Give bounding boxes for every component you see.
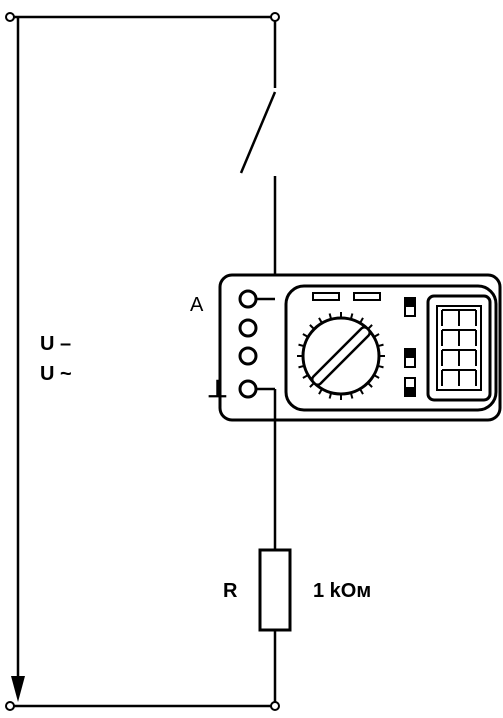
ground-label: ⊥ bbox=[207, 376, 228, 403]
lcd-digit bbox=[441, 369, 477, 386]
dial-tick bbox=[309, 324, 315, 330]
resistor-branch bbox=[258, 389, 292, 702]
terminal-top-right bbox=[270, 12, 280, 22]
socket-common bbox=[238, 379, 258, 399]
dial-tick bbox=[318, 317, 323, 324]
dial-tick bbox=[298, 343, 305, 348]
rotary-dial bbox=[297, 312, 385, 400]
lcd-digit bbox=[441, 349, 477, 366]
dial-tick bbox=[318, 388, 323, 395]
mode-switches bbox=[404, 297, 416, 397]
dial-tick bbox=[298, 364, 305, 369]
multimeter-icon bbox=[218, 273, 502, 422]
switch-open-icon bbox=[239, 21, 277, 295]
socket-2 bbox=[238, 318, 258, 338]
terminal-bottom-left bbox=[5, 701, 15, 711]
dial-tick bbox=[367, 382, 373, 388]
lcd-digit bbox=[441, 309, 477, 326]
voltage-ac-label: U ~ bbox=[40, 363, 72, 385]
dial-tick bbox=[328, 392, 333, 399]
dial-tick bbox=[373, 333, 380, 338]
dial-tick bbox=[328, 313, 333, 320]
resistor-value-label: 1 kOм bbox=[313, 580, 371, 602]
lcd-digit bbox=[441, 329, 477, 346]
dial-tick bbox=[302, 374, 309, 379]
arrow-down-icon bbox=[11, 676, 25, 702]
terminal-a-label: A bbox=[190, 294, 204, 316]
terminal-top-left bbox=[5, 12, 15, 22]
dial-tick bbox=[349, 313, 354, 320]
socket-3 bbox=[238, 346, 258, 366]
resistor-icon bbox=[258, 548, 292, 632]
socket-a bbox=[238, 289, 258, 309]
resistor-name-label: R bbox=[223, 580, 238, 602]
dial-tick bbox=[377, 364, 384, 369]
dial-tick bbox=[302, 333, 309, 338]
voltage-dc-label: U – bbox=[40, 333, 71, 355]
terminal-bottom-right bbox=[270, 701, 280, 711]
dial-tick bbox=[377, 343, 384, 348]
dial-tick bbox=[359, 388, 364, 395]
dial-tick bbox=[359, 317, 364, 324]
lcd-display bbox=[426, 294, 492, 402]
source-branch bbox=[11, 17, 25, 702]
dial-tick bbox=[373, 374, 380, 379]
dial-tick bbox=[349, 392, 354, 399]
